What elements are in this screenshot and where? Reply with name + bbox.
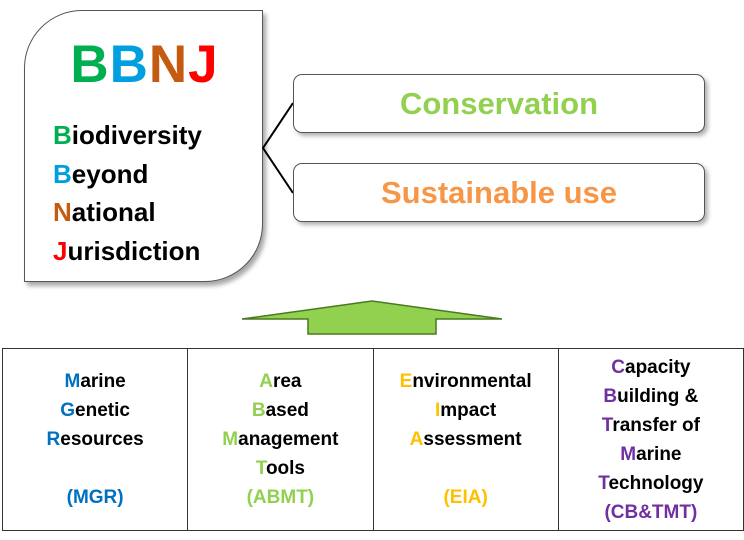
pillar-line: Resources: [47, 425, 144, 454]
expansion-rest: urisdiction: [67, 235, 201, 266]
pillar-rest: rea: [272, 371, 302, 392]
pillar-line: Assessment: [410, 425, 522, 454]
pillar-rest: nvironmental: [412, 371, 532, 392]
expansion-initial: B: [53, 158, 72, 189]
pillar-rest: ools: [265, 458, 305, 479]
expansion-rest: eyond: [71, 158, 149, 189]
pillar-line: Technology: [598, 469, 703, 498]
expansion-initial: B: [53, 120, 72, 150]
pillar-initial: M: [620, 443, 637, 465]
pillar-abbr: (CB&TMT): [604, 501, 698, 523]
pillar-mgr: Marine Genetic Resources (MGR): [3, 349, 189, 530]
pillar-abmt: Area Based Management Tools (ABMT): [188, 349, 374, 530]
pillar-abbr: (MGR): [66, 487, 124, 508]
acronym-letter: J: [188, 35, 219, 94]
pillar-initial: G: [60, 400, 76, 421]
pillar-rest: arine: [80, 371, 126, 392]
pillar-rest: mpact: [440, 400, 497, 421]
acronym-letter: B: [70, 35, 110, 94]
pillar-initial: T: [601, 414, 613, 436]
acronym-expansion: Biodiversity Beyond National Jurisdictio…: [53, 116, 202, 270]
pillar-initial: B: [603, 385, 618, 407]
pillar-initial: E: [399, 371, 413, 392]
pillar-line: Marine: [65, 367, 126, 396]
expansion-line: National: [53, 193, 202, 232]
pillars-table: Marine Genetic Resources (MGR) Area Base…: [2, 348, 744, 531]
pillar-initial: A: [409, 429, 424, 450]
acronym-title: BBNJ: [25, 35, 264, 95]
expansion-initial: N: [53, 197, 72, 227]
expansion-line: Jurisdiction: [53, 232, 202, 271]
goal-sustainable-use: Sustainable use: [293, 163, 705, 222]
expansion-rest: iodiversity: [71, 120, 202, 150]
pillar-line: Environmental: [400, 367, 532, 396]
pillar-line: Based: [252, 396, 309, 425]
pillar-line: Capacity: [611, 353, 690, 382]
pillar-initial: M: [64, 371, 81, 392]
pillar-rest: anagement: [238, 429, 339, 450]
pillar-line: Genetic: [60, 396, 130, 425]
pillar-initial: C: [611, 356, 625, 378]
pillar-abbr: (ABMT): [246, 487, 315, 508]
pillar-rest: ransfer of: [612, 414, 700, 436]
pillar-rest: apacity: [625, 356, 691, 378]
bracket-connector: [261, 102, 294, 194]
pillar-line: Impact: [435, 396, 496, 425]
pillar-rest: ased: [265, 400, 309, 421]
pillar-line: Transfer of: [602, 411, 700, 440]
pillar-initial: R: [46, 429, 61, 450]
pillar-rest: ssessment: [423, 429, 522, 450]
acronym-card: BBNJ Biodiversity Beyond National Jurisd…: [24, 10, 263, 282]
goal-label: Sustainable use: [380, 174, 618, 210]
acronym-letter: B: [109, 35, 149, 94]
pillar-rest: enetic: [75, 400, 130, 421]
pillar-line: Management: [222, 425, 338, 454]
pillar-line: Marine: [620, 440, 681, 469]
pillar-initial: I: [435, 400, 441, 421]
pillar-eia: Environmental Impact Assessment (EIA): [374, 349, 559, 530]
pillar-initial: A: [259, 371, 273, 392]
pillar-cbtmt: Capacity Building & Transfer of Marine T…: [559, 349, 743, 530]
expansion-rest: ational: [71, 197, 156, 227]
goal-conservation: Conservation: [293, 74, 705, 133]
pillar-rest: uilding &: [617, 385, 699, 407]
expansion-line: Biodiversity: [53, 116, 202, 155]
pillar-line: Area: [259, 367, 301, 396]
pillar-line: Tools: [256, 454, 305, 483]
expansion-line: Beyond: [53, 155, 202, 194]
pillar-initial: B: [251, 400, 266, 421]
pillar-rest: esources: [60, 429, 144, 450]
pillar-initial: T: [255, 458, 266, 479]
goal-label: Conservation: [399, 85, 599, 121]
pillar-initial: M: [222, 429, 239, 450]
pillar-rest: echnology: [608, 472, 704, 494]
pillar-rest: arine: [636, 443, 682, 465]
up-arrow: [241, 300, 503, 335]
acronym-letter: N: [148, 35, 189, 94]
pillar-initial: T: [598, 472, 609, 494]
expansion-initial: J: [53, 235, 68, 266]
pillar-abbr: (EIA): [443, 487, 488, 508]
pillar-line: Building &: [603, 382, 698, 411]
